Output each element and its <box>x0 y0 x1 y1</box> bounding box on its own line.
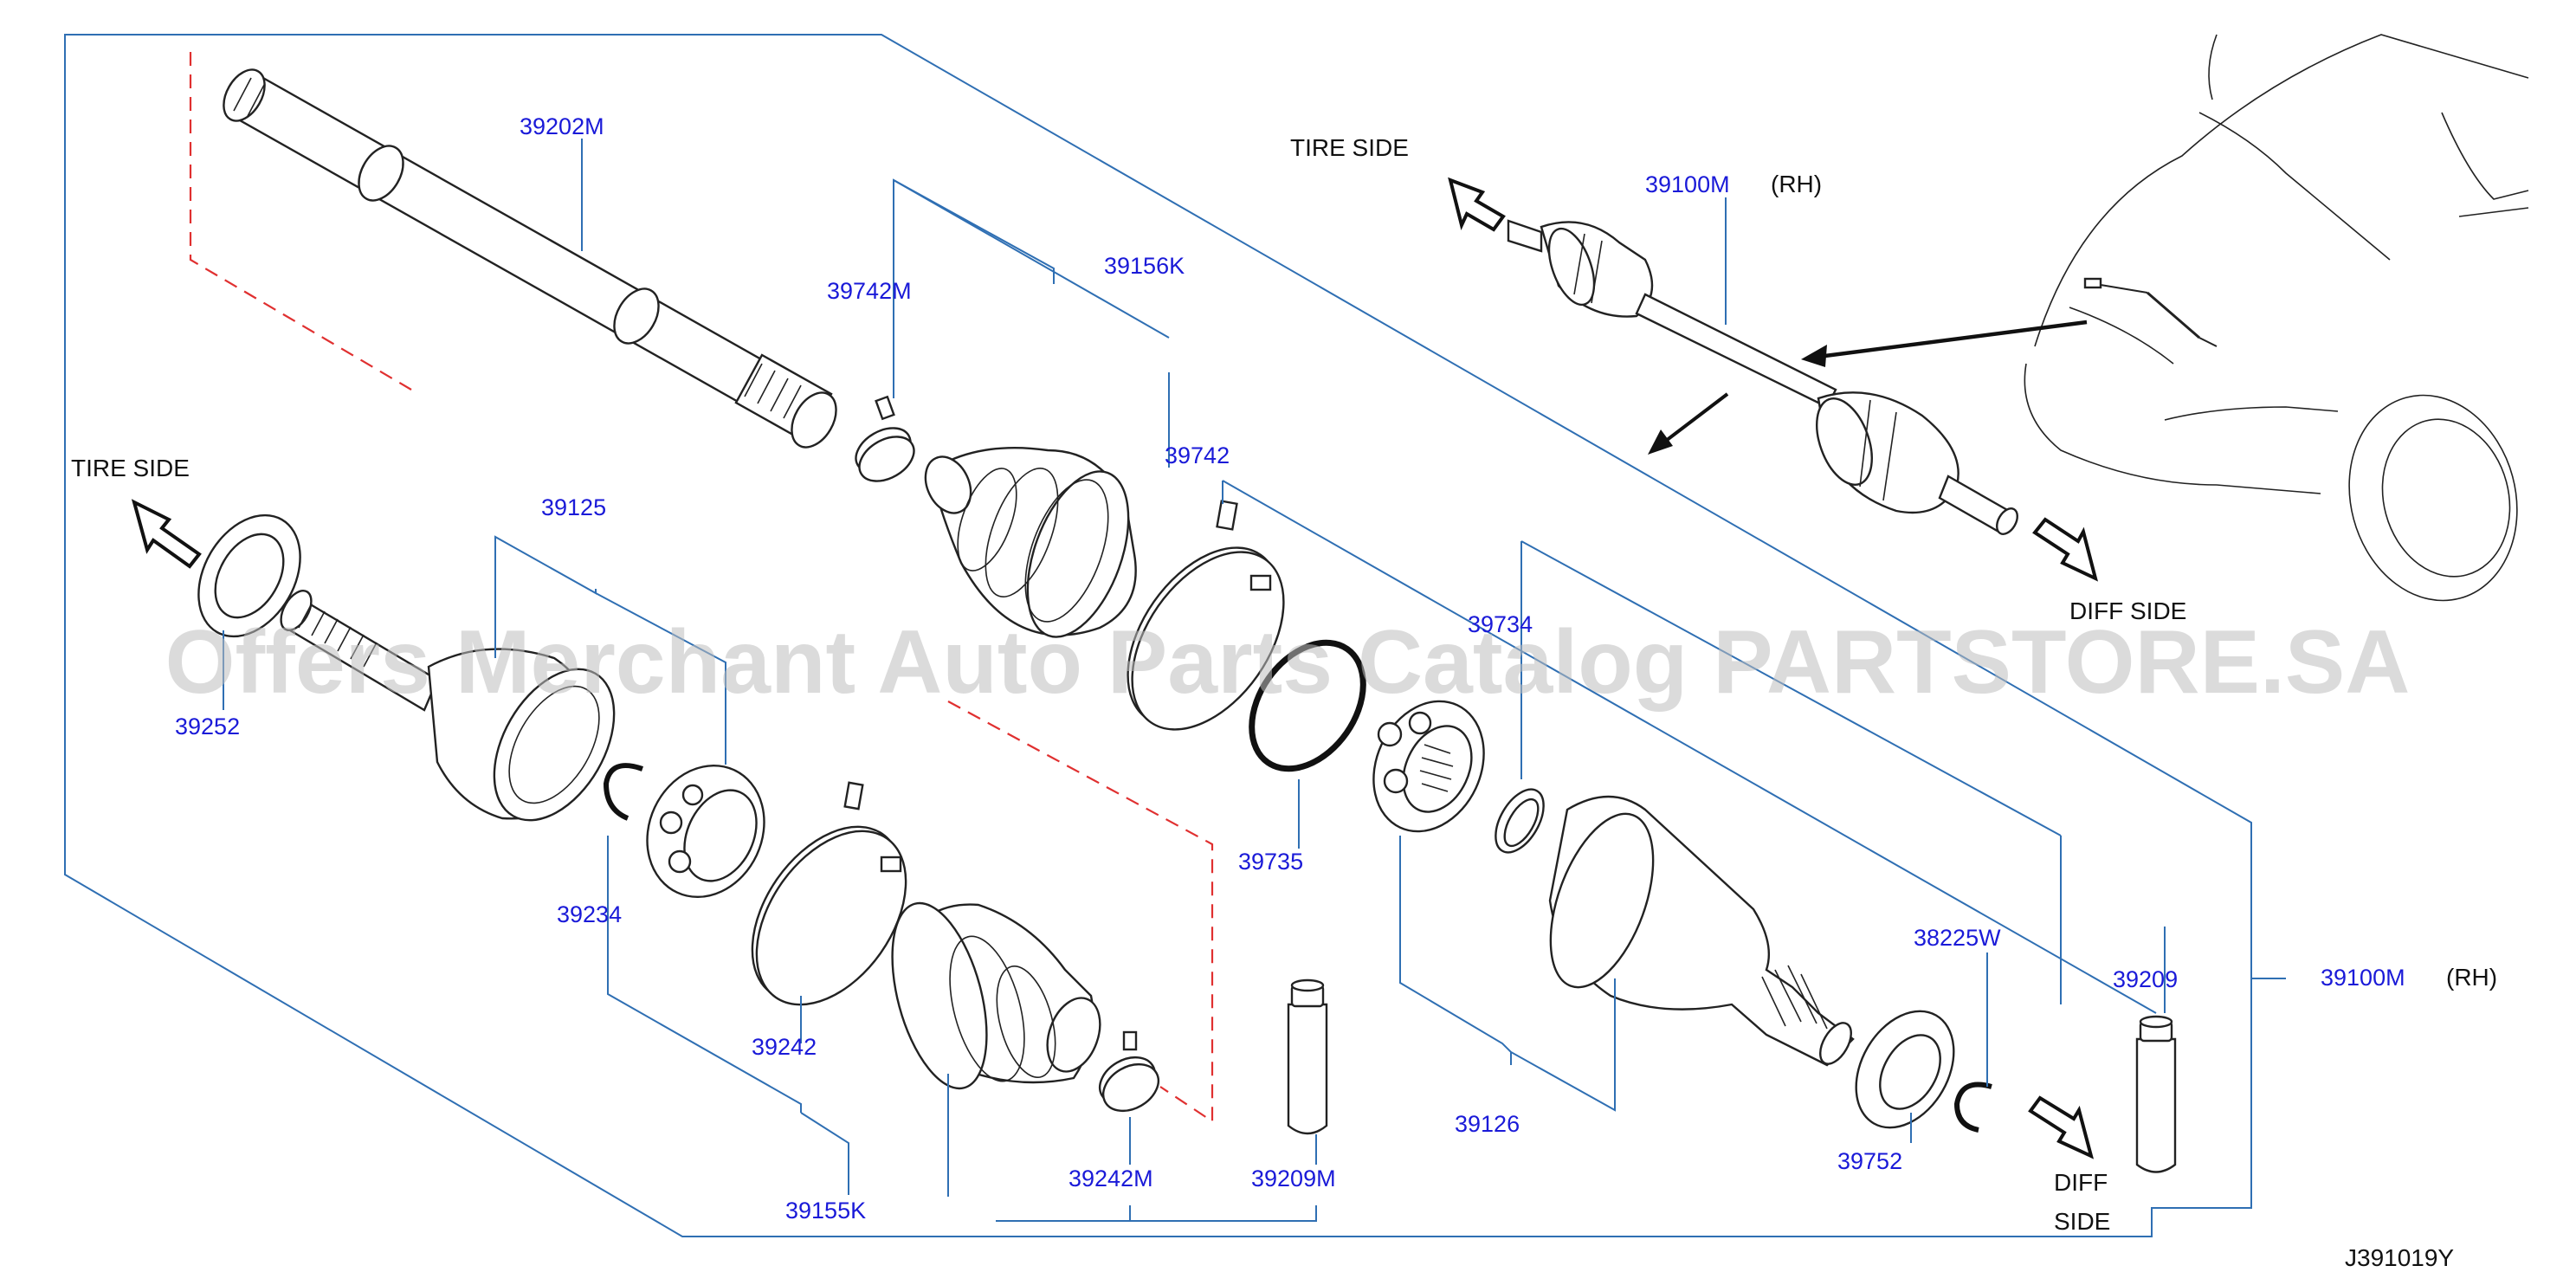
part-number-39752[interactable]: 39752 <box>1837 1148 1902 1174</box>
arrow-diff-side-bottom <box>2028 1095 2095 1159</box>
ball-cage-lower[interactable] <box>626 746 785 916</box>
assembly-boundary <box>64 34 2252 1237</box>
snap-ring-39734[interactable] <box>1486 781 1553 860</box>
inner-joint-housing[interactable] <box>1530 795 1857 1069</box>
part-number-39125[interactable]: 39125 <box>541 494 606 520</box>
diagram-code: J391019Y <box>2345 1244 2454 1271</box>
watermark: Offers Merchant Auto Parts Catalog PARTS… <box>165 612 2411 713</box>
boot-clamp-39242m[interactable] <box>1092 1030 1167 1120</box>
part-number-39156k[interactable]: 39156K <box>1104 253 1185 279</box>
label-tire-side-top: TIRE SIDE <box>1290 134 1409 161</box>
dashed-guide-lower <box>947 701 1214 1124</box>
grease-tube-39209[interactable] <box>2135 1015 2177 1173</box>
rh-label-right: (RH) <box>2446 964 2497 991</box>
part-number-39100m-right[interactable]: 39100M <box>2321 965 2405 991</box>
snap-ring-39735[interactable] <box>1229 622 1386 790</box>
part-number-39155k[interactable]: 39155K <box>785 1198 866 1224</box>
label-diff-side-bottom-2: SIDE <box>2054 1208 2110 1235</box>
part-number-39202m[interactable]: 39202M <box>520 113 604 139</box>
label-tire-side-left: TIRE SIDE <box>71 455 190 481</box>
circlip-39234[interactable] <box>603 763 643 821</box>
outer-joint-39125[interactable] <box>274 585 638 841</box>
boot-band-39742[interactable] <box>1097 500 1315 758</box>
dust-seal-39752[interactable] <box>1837 994 1974 1146</box>
part-number-39742m[interactable]: 39742M <box>827 278 912 304</box>
part-number-39234[interactable]: 39234 <box>557 901 622 927</box>
drive-shaft-assembly-39100m[interactable] <box>1507 219 2022 538</box>
dust-seal-39252[interactable] <box>178 497 320 655</box>
outer-boot[interactable] <box>917 446 1148 650</box>
inner-boot-39155k[interactable] <box>875 893 1109 1098</box>
part-number-39735[interactable]: 39735 <box>1238 849 1303 875</box>
grease-tube-39209m[interactable] <box>1287 978 1328 1135</box>
part-number-39209[interactable]: 39209 <box>2113 966 2178 992</box>
part-number-38225w[interactable]: 38225W <box>1914 925 2001 951</box>
boot-band-39242[interactable] <box>721 781 936 1032</box>
circlip-38225w[interactable] <box>1953 1082 1992 1133</box>
label-diff-side-bottom-1: DIFF <box>2054 1169 2108 1196</box>
label-diff-side-top: DIFF SIDE <box>2069 597 2186 624</box>
boot-clamp-39742m[interactable] <box>849 395 922 490</box>
arrow-tire-side-left <box>131 499 202 569</box>
part-number-39242[interactable]: 39242 <box>752 1034 817 1060</box>
part-number-39742[interactable]: 39742 <box>1165 442 1230 468</box>
leader-lines <box>223 139 2286 1222</box>
part-number-39242m[interactable]: 39242M <box>1068 1166 1153 1191</box>
rh-label-top: (RH) <box>1771 171 1822 197</box>
arrow-tire-side-top <box>1448 177 1506 232</box>
dashed-guide-upper <box>189 52 412 391</box>
part-number-39209m[interactable]: 39209M <box>1251 1166 1336 1191</box>
ball-cage-39126-outer[interactable] <box>1353 683 1505 849</box>
arrow-diff-side-top <box>2032 517 2099 582</box>
part-number-39734[interactable]: 39734 <box>1468 611 1533 637</box>
part-number-39100m-top[interactable]: 39100M <box>1645 171 1730 197</box>
part-number-39126[interactable]: 39126 <box>1455 1111 1520 1137</box>
part-number-39252[interactable]: 39252 <box>175 714 240 739</box>
vehicle-silhouette <box>2024 34 2529 602</box>
half-shaft-39202m[interactable] <box>216 62 845 455</box>
pointer-arrows <box>1648 320 2088 455</box>
